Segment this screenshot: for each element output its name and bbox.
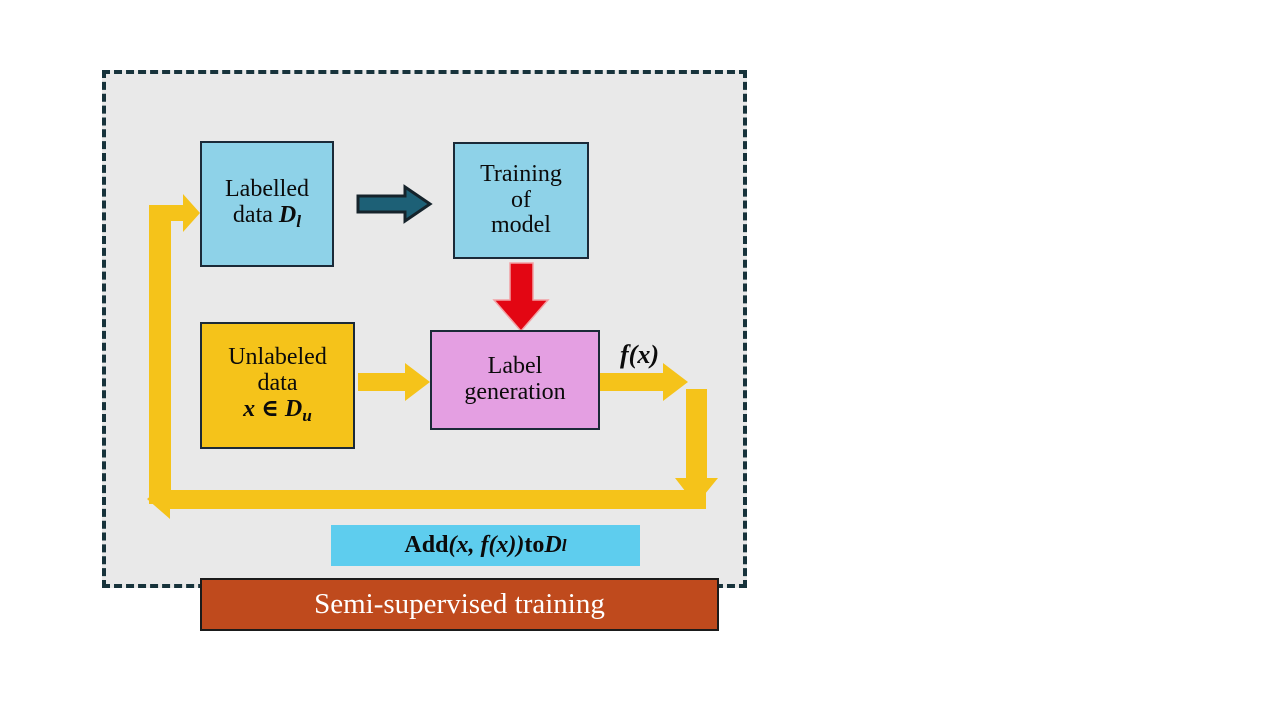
add-prefix: Add [404, 532, 449, 558]
node-labelled-data[interactable]: Labelled data Dl [200, 141, 334, 267]
node-label-generation-label: Label generation [464, 353, 566, 406]
semi-supervised-training-label: Semi-supervised training [314, 588, 605, 620]
labelgen-line-1: Label [487, 353, 543, 380]
node-training-of-model[interactable]: Training of model [453, 142, 589, 259]
semi-supervised-loop-region [102, 70, 747, 588]
node-unlabeled-label: Unlabeled data x ∈ Du [228, 344, 327, 425]
unlabeled-member-sign: ∈ [255, 396, 285, 423]
node-labelled-data-label: Labelled data Dl [225, 175, 309, 231]
labelled-line-1: Labelled [225, 175, 309, 202]
unlabeled-line-2: data [257, 370, 298, 397]
labelled-line-2: data Dl [225, 201, 309, 231]
node-unlabeled-data[interactable]: Unlabeled data x ∈ Du [200, 322, 355, 449]
training-line-1: Training [480, 160, 562, 187]
unlabeled-symbol-D: D [284, 396, 303, 423]
unlabeled-line-3: x ∈ Du [228, 396, 327, 425]
training-line-2: of [510, 186, 531, 213]
training-line-3: model [490, 212, 551, 239]
add-middle: to [524, 532, 545, 558]
labelled-line-2-prefix: data [232, 201, 279, 228]
add-subscript-l: l [561, 535, 567, 555]
unlabeled-subscript-u: u [302, 405, 312, 425]
node-label-generation[interactable]: Label generation [430, 330, 600, 430]
labelled-symbol-D: D [278, 201, 297, 228]
labelgen-line-2: generation [464, 379, 566, 405]
edge-label-fx: f(x) [620, 340, 659, 369]
add-expression: (x, f(x)) [448, 532, 525, 558]
labelled-subscript-l: l [296, 211, 302, 231]
node-training-label: Training of model [480, 160, 562, 240]
unlabeled-symbol-x: x [243, 396, 256, 423]
unlabeled-line-1: Unlabeled [228, 344, 327, 371]
add-symbol-D: D [544, 532, 562, 558]
semi-supervised-training-banner: Semi-supervised training [200, 578, 719, 631]
